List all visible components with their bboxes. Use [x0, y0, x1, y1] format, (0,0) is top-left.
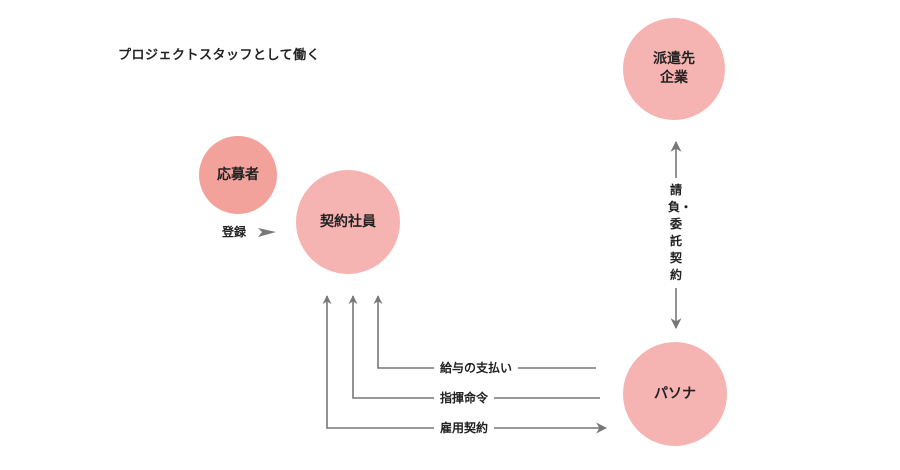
pasona-node: パソナ — [623, 342, 727, 446]
client-company-label: 派遣先 企業 — [653, 50, 695, 88]
direction-order-connector — [348, 295, 600, 399]
employment-contract-connector — [322, 295, 608, 434]
salary-payment-label: 給与の支払い — [434, 360, 519, 376]
pasona-label: パソナ — [654, 385, 696, 402]
page-title: プロジェクトスタッフとして働く — [118, 48, 321, 63]
contract-employee-label: 契約社員 — [320, 213, 376, 230]
contract-employee-node: 契約社員 — [296, 170, 400, 274]
client-company-node: 派遣先 企業 — [623, 18, 725, 120]
client-company-label-line-2: 企業 — [660, 70, 688, 86]
salary-payment-connector — [373, 295, 596, 369]
contract-relation-label: 請負・委託契約 — [668, 178, 692, 288]
client-company-label-line-1: 派遣先 — [653, 51, 695, 67]
employment-contract-label: 雇用契約 — [434, 420, 495, 436]
applicant-node: 応募者 — [199, 136, 277, 214]
registration-label: 登録 — [218, 224, 251, 240]
applicant-label: 応募者 — [217, 166, 259, 183]
registration-arrow — [258, 228, 276, 237]
direction-order-label: 指揮命令 — [434, 390, 495, 406]
